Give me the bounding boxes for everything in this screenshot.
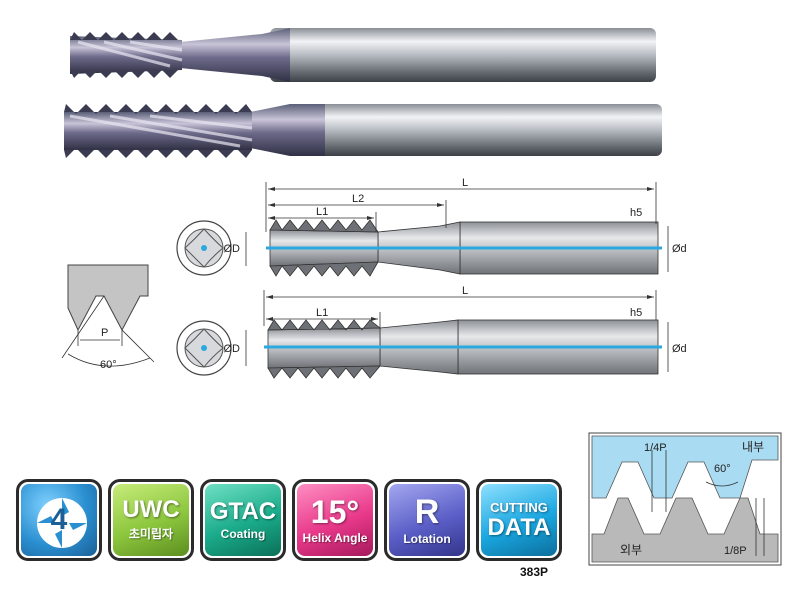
badge-uwc-face: UWC 초미립자 bbox=[113, 484, 189, 556]
dim-h5-bottom: h5 bbox=[630, 307, 642, 319]
end-view-a bbox=[176, 220, 232, 276]
thread-profile: P 60° bbox=[61, 264, 155, 371]
dim-Od-bottom: Ød bbox=[672, 343, 687, 355]
badge-gtac-face: GTAC Coating bbox=[205, 484, 281, 556]
badge-flutes: 4 bbox=[16, 479, 102, 561]
dim-L-top: L bbox=[462, 177, 468, 189]
thread-pitch-label: P bbox=[101, 327, 108, 339]
badge-cutting-sub: DATA bbox=[487, 513, 551, 541]
badge-cutting-data-face: CUTTING DATA bbox=[481, 484, 557, 556]
badge-rotation: R Lotation bbox=[384, 479, 470, 561]
end-view-b bbox=[176, 320, 232, 376]
dimension-lines bbox=[245, 182, 669, 372]
dim-h5-top: h5 bbox=[630, 207, 642, 219]
badge-flutes-face: 4 bbox=[21, 484, 97, 556]
detail-fraction-top: 1/4P bbox=[644, 442, 667, 454]
badge-gtac-sub: Coating bbox=[220, 526, 266, 541]
badge-rotation-sub: Lotation bbox=[403, 531, 451, 546]
dim-L1-bottom: L1 bbox=[316, 307, 328, 319]
badge-helix-sub: Helix Angle bbox=[302, 530, 368, 545]
tool-drawing-b bbox=[264, 319, 662, 379]
tool-photo-2 bbox=[64, 104, 662, 158]
badge-helix-main: 15° bbox=[310, 493, 360, 530]
badge-cutting-data[interactable]: CUTTING DATA bbox=[476, 479, 562, 561]
badge-uwc: UWC 초미립자 bbox=[108, 479, 194, 561]
dim-OD-top: ØD bbox=[224, 243, 241, 255]
thread-detail: 1/4P 내부 60° 외부 1/8P bbox=[588, 432, 782, 566]
badge-cutting-main: CUTTING bbox=[490, 499, 548, 515]
dim-L2: L2 bbox=[352, 193, 364, 205]
badge-gtac-main: GTAC bbox=[209, 497, 277, 525]
detail-internal-label: 내부 bbox=[742, 440, 764, 454]
badge-helix-face: 15° Helix Angle bbox=[297, 484, 373, 556]
dim-Od-top: Ød bbox=[672, 243, 687, 255]
badge-uwc-sub: 초미립자 bbox=[128, 527, 174, 541]
badge-flutes-number: 4 bbox=[50, 503, 68, 536]
four-flute-icon bbox=[37, 498, 87, 548]
thread-angle-label: 60° bbox=[100, 359, 117, 371]
detail-angle-label: 60° bbox=[714, 463, 731, 475]
badge-rotation-main: R bbox=[414, 492, 440, 531]
dim-L-bottom: L bbox=[462, 285, 468, 297]
detail-fraction-bottom: 1/8P bbox=[724, 545, 747, 557]
badge-gtac: GTAC Coating bbox=[200, 479, 286, 561]
badge-uwc-main: UWC bbox=[122, 496, 180, 523]
dim-OD-bottom: ØD bbox=[224, 343, 241, 355]
dim-L1-top: L1 bbox=[316, 206, 328, 218]
badge-rotation-face: R Lotation bbox=[389, 484, 465, 556]
badge-helix: 15° Helix Angle bbox=[292, 479, 378, 561]
tool-drawing-a bbox=[266, 219, 662, 277]
detail-external-label: 외부 bbox=[620, 543, 642, 557]
tool-photo-1 bbox=[70, 28, 656, 82]
page-reference: 383P bbox=[519, 565, 549, 579]
